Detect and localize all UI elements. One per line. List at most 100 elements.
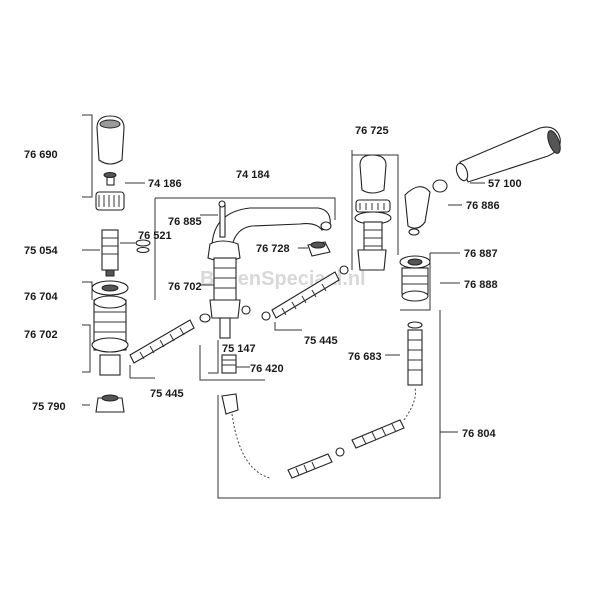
hose-piece-76683-ribs bbox=[408, 339, 422, 371]
bracket-76704 bbox=[82, 281, 93, 300]
hose-coupling-ribs bbox=[295, 461, 316, 476]
label-76728: 76 728 bbox=[256, 243, 290, 255]
label-75147: 75 147 bbox=[222, 343, 256, 355]
hose-connector-ribs bbox=[361, 423, 397, 445]
spout-group bbox=[154, 197, 336, 381]
hose-75445-a-ribs bbox=[139, 327, 185, 360]
hose-75445-b-oring bbox=[261, 311, 271, 321]
mount-76888-base bbox=[401, 290, 429, 302]
bracket-76690 bbox=[82, 114, 93, 198]
insert-76420 bbox=[221, 354, 237, 374]
elbow-76886-oring bbox=[432, 179, 448, 193]
adapter-ribs bbox=[98, 195, 120, 207]
handle-76725 bbox=[359, 154, 387, 194]
label-76702-center: 76 702 bbox=[168, 281, 202, 293]
elbow-group bbox=[404, 179, 462, 236]
bracket-76420 bbox=[199, 345, 265, 381]
label-76725: 76 725 bbox=[355, 125, 389, 137]
label-57100: 57 100 bbox=[488, 178, 522, 190]
spout-body-base bbox=[209, 299, 241, 319]
shower-head-group bbox=[455, 126, 561, 184]
shower-head-part bbox=[459, 126, 561, 183]
bracket-76804 bbox=[217, 310, 441, 499]
left-handle-group bbox=[82, 114, 151, 413]
handle-cap-part bbox=[96, 115, 125, 165]
spout-body-threads bbox=[214, 267, 236, 289]
spout-part bbox=[211, 207, 331, 247]
handle-76725-collar-ribs bbox=[359, 203, 385, 210]
spout-outlet bbox=[320, 221, 332, 231]
oring-76521 bbox=[135, 239, 151, 247]
elbow-76886-oring-b bbox=[408, 228, 420, 236]
nut-75790-hole bbox=[101, 394, 119, 402]
spout-side-oring bbox=[199, 313, 211, 323]
shower-head-inlet bbox=[455, 162, 469, 182]
label-74186: 74 186 bbox=[148, 178, 182, 190]
cap-76728-top bbox=[310, 241, 326, 249]
label-76885: 76 885 bbox=[168, 216, 202, 228]
label-76886: 76 886 bbox=[466, 200, 500, 212]
handle-76725-body-threads bbox=[364, 229, 382, 247]
mount-76887-hole bbox=[407, 258, 423, 266]
hose-connector bbox=[351, 419, 405, 449]
diverter-knob bbox=[218, 200, 226, 208]
label-76420: 76 420 bbox=[250, 363, 284, 375]
label-75445-left: 75 445 bbox=[150, 388, 184, 400]
handle-cap-highlight bbox=[99, 119, 121, 129]
hose-dotted-a bbox=[231, 413, 271, 479]
bracket-76887 bbox=[400, 253, 431, 311]
insert-76420-lines bbox=[222, 359, 236, 366]
label-76888: 76 888 bbox=[464, 279, 498, 291]
center-hose-group bbox=[261, 265, 349, 331]
leader-75445b bbox=[274, 322, 302, 331]
hose-75445-a bbox=[129, 319, 195, 364]
label-76804: 76 804 bbox=[462, 428, 497, 440]
label-75790: 75 790 bbox=[32, 401, 66, 413]
hose-end-fitting bbox=[221, 393, 239, 415]
bracket-74184-top bbox=[155, 197, 336, 220]
label-76690: 76 690 bbox=[24, 149, 58, 161]
hose-piece-76683 bbox=[407, 329, 423, 386]
diverter-rod bbox=[219, 204, 226, 238]
spout-body bbox=[213, 257, 237, 304]
cartridge-lines bbox=[102, 237, 118, 255]
right-base-group bbox=[385, 252, 460, 386]
label-76702-left: 76 702 bbox=[24, 329, 58, 341]
valve-body-flange bbox=[91, 337, 129, 353]
seal-76683 bbox=[407, 321, 423, 329]
handle-76725-base bbox=[357, 249, 387, 271]
spout-side-oring-b bbox=[241, 305, 251, 315]
hose-75445-b-oring-b bbox=[339, 265, 349, 275]
label-76704: 76 704 bbox=[24, 291, 59, 303]
label-75445-center: 75 445 bbox=[304, 335, 338, 347]
valve-body-top bbox=[93, 295, 127, 309]
mount-76888 bbox=[401, 267, 429, 295]
label-74184: 74 184 bbox=[236, 169, 271, 181]
screw-head-part bbox=[103, 172, 117, 178]
spout-stem bbox=[219, 317, 231, 339]
shower-hose-group bbox=[217, 310, 458, 499]
oring-76521-b bbox=[136, 246, 150, 254]
hose-coupling bbox=[287, 453, 333, 479]
hose-coupling-oring bbox=[335, 447, 345, 457]
label-75054: 75 054 bbox=[24, 245, 59, 257]
hose-75445-b bbox=[271, 271, 340, 319]
cartridge-part bbox=[101, 229, 119, 271]
adapter-part bbox=[95, 191, 125, 211]
bracket-76702 bbox=[82, 324, 91, 373]
handle-76725-collar bbox=[355, 199, 391, 213]
elbow-76886 bbox=[404, 186, 431, 229]
hose-75445-b-ribs bbox=[281, 283, 327, 316]
mount-76888-threads bbox=[402, 275, 428, 285]
left-hose-group bbox=[129, 319, 195, 379]
valve-body-threads bbox=[94, 311, 126, 333]
handle-76725-body bbox=[363, 221, 383, 253]
valve-body-base bbox=[99, 354, 121, 376]
leader-75147 bbox=[208, 340, 219, 374]
label-76683: 76 683 bbox=[348, 351, 382, 363]
label-76887: 76 887 bbox=[464, 248, 498, 260]
washer-76704-hole bbox=[101, 284, 119, 292]
label-76521: 76 521 bbox=[138, 230, 172, 242]
cartridge-tip bbox=[105, 269, 115, 277]
